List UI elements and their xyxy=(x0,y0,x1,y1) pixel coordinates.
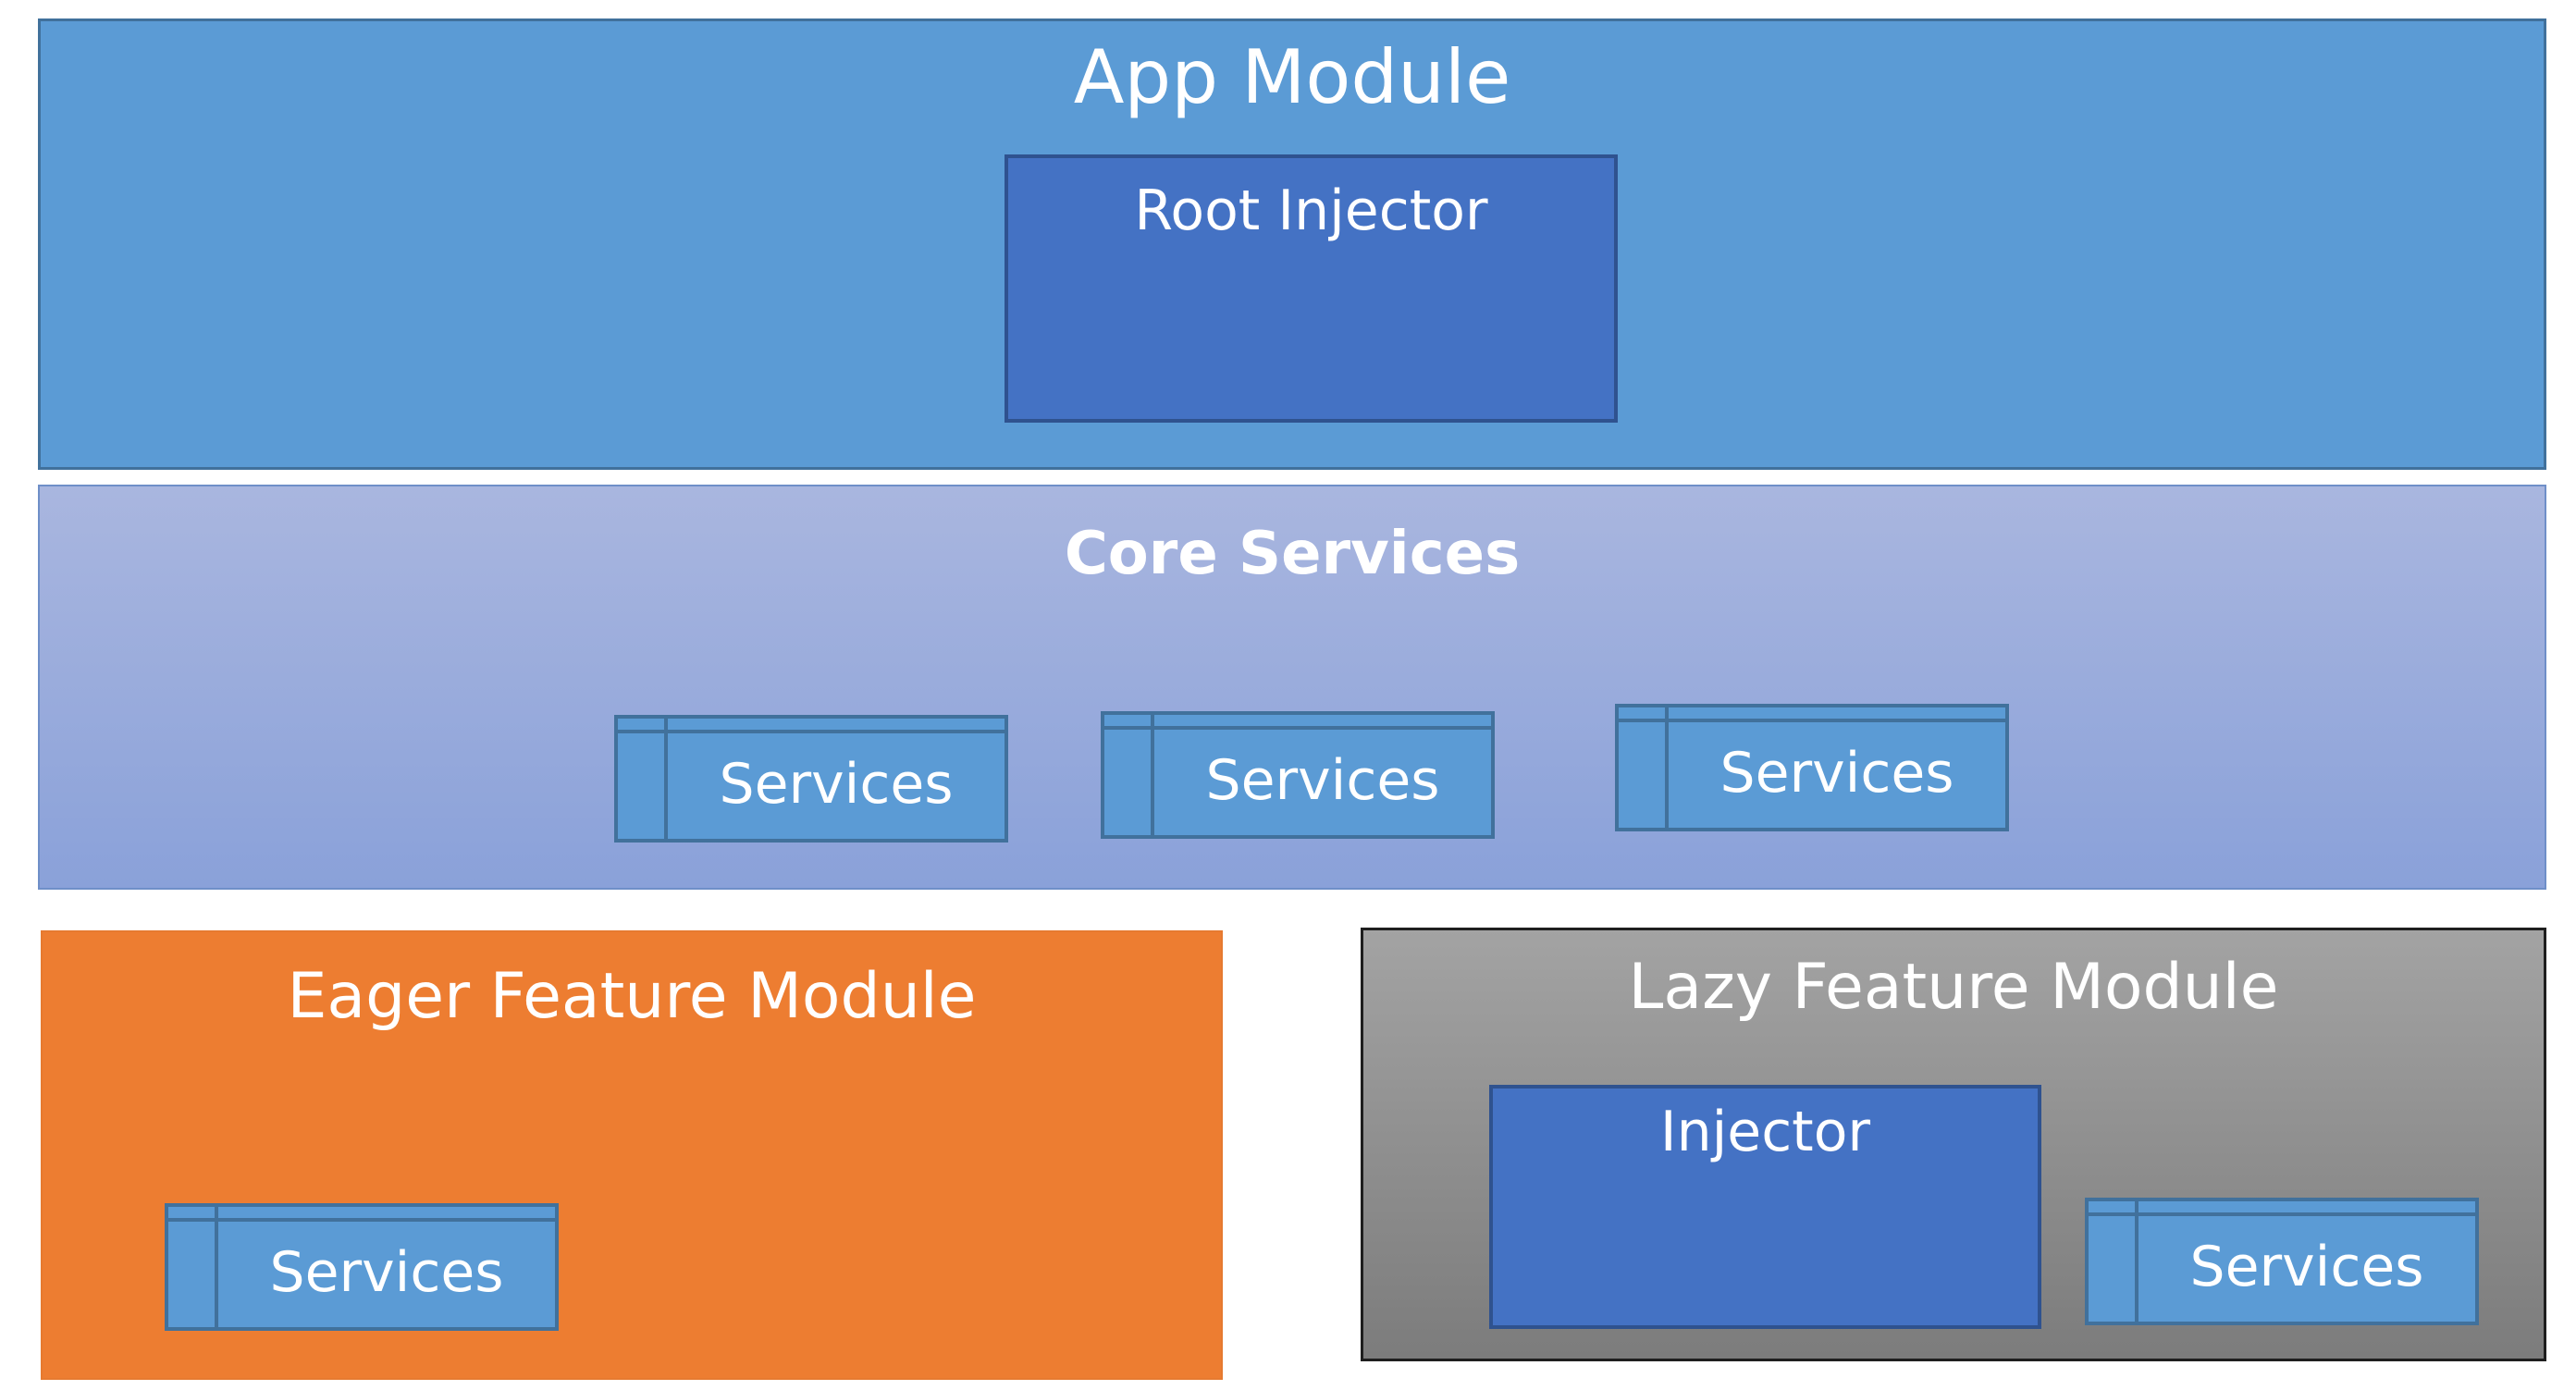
lazy-service-label: Services xyxy=(2189,1235,2424,1299)
core-service-2: Services xyxy=(1101,711,1495,839)
service-divider-horizontal xyxy=(618,730,1005,733)
service-divider-horizontal xyxy=(1619,719,2005,722)
core-service-1: Services xyxy=(614,715,1008,843)
service-divider-horizontal xyxy=(168,1218,555,1222)
service-divider-vertical xyxy=(664,719,668,839)
lazy-service: Services xyxy=(2085,1198,2479,1325)
service-divider-vertical xyxy=(1665,707,1669,828)
lazy-feature-module-title: Lazy Feature Module xyxy=(1628,951,2279,1024)
eager-service-label: Services xyxy=(269,1240,504,1305)
service-divider-vertical xyxy=(2135,1201,2138,1322)
service-divider-horizontal xyxy=(2089,1212,2475,1216)
core-service-3: Services xyxy=(1615,704,2009,831)
service-divider-horizontal xyxy=(1104,726,1491,730)
root-injector-label: Root Injector xyxy=(1134,178,1488,243)
core-service-2-label: Services xyxy=(1205,748,1440,813)
app-module-title: App Module xyxy=(1073,34,1511,120)
eager-service: Services xyxy=(165,1203,559,1331)
service-divider-vertical xyxy=(1151,715,1154,835)
core-service-1-label: Services xyxy=(719,752,954,817)
root-injector: Root Injector xyxy=(1005,154,1618,423)
lazy-injector-label: Injector xyxy=(1659,1100,1871,1164)
core-service-3-label: Services xyxy=(1719,741,1954,806)
service-divider-vertical xyxy=(215,1207,218,1327)
core-services-title: Core Services xyxy=(1064,520,1521,588)
eager-feature-module-title: Eager Feature Module xyxy=(287,960,977,1033)
lazy-injector: Injector xyxy=(1489,1085,2041,1329)
